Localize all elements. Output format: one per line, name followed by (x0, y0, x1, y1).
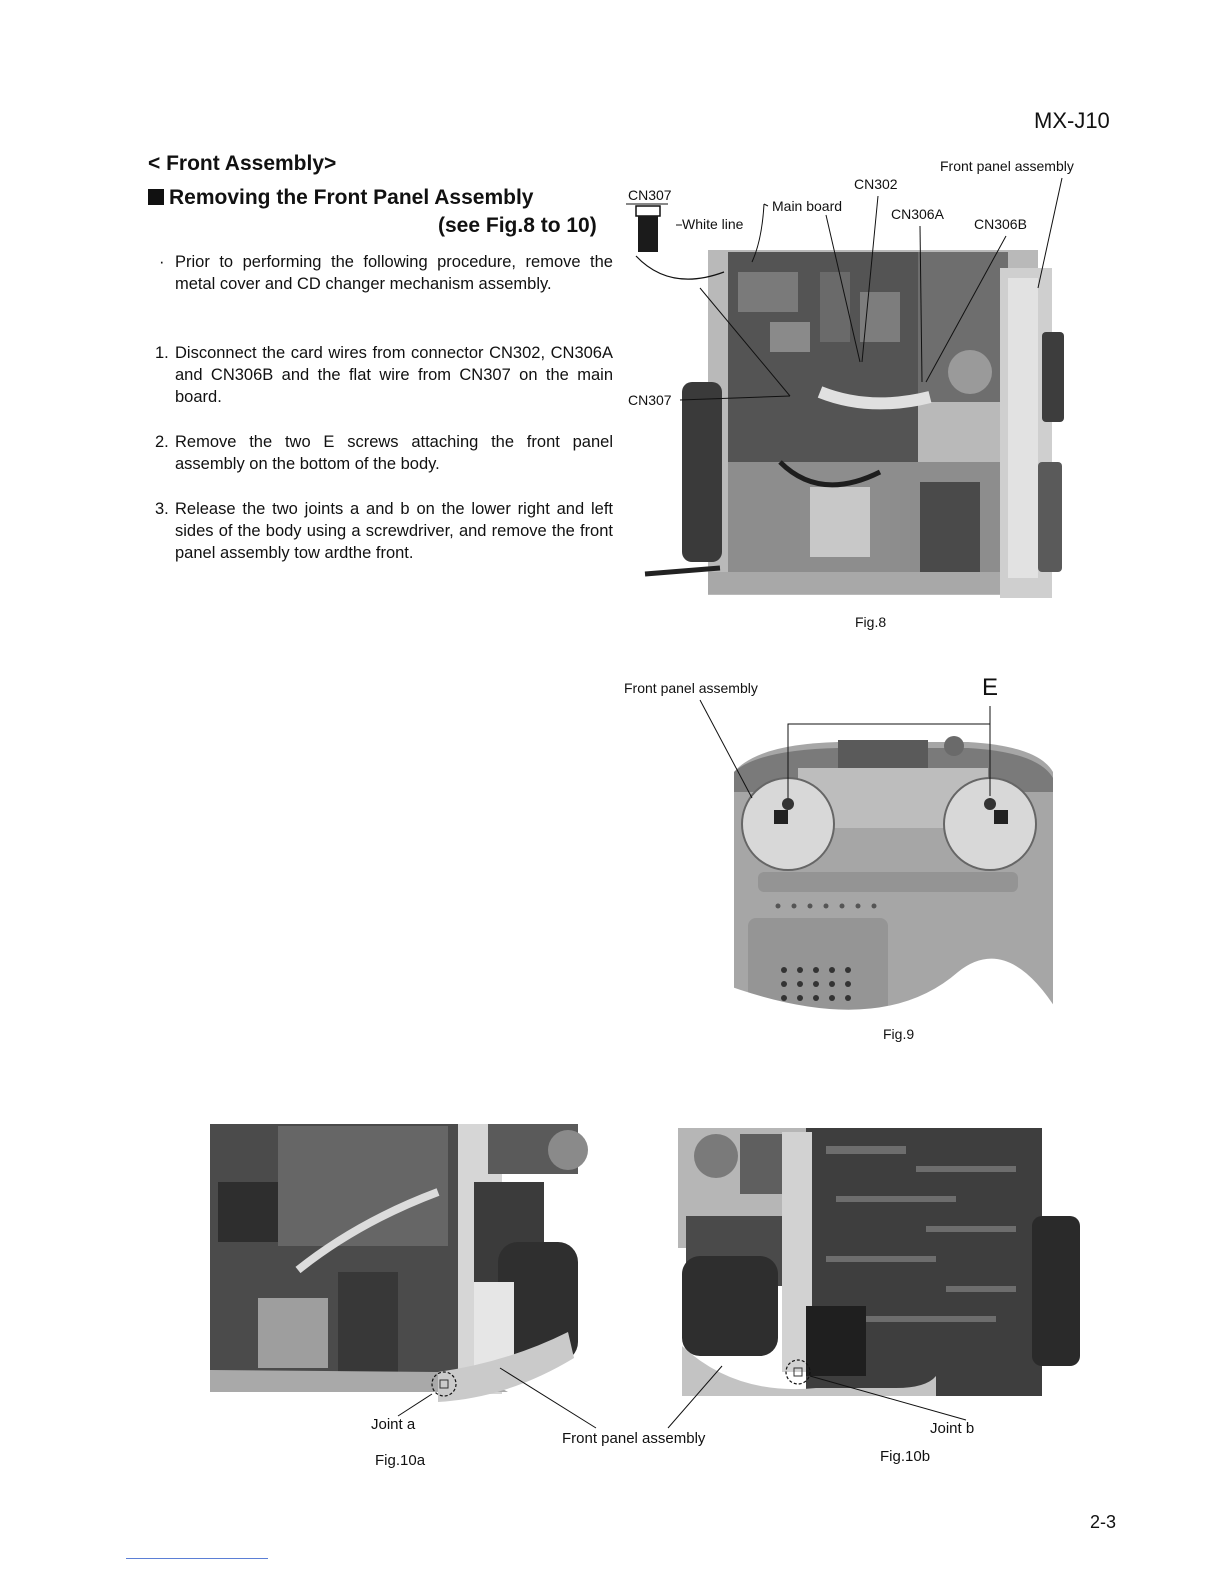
step-number: 3. (155, 500, 169, 518)
fig8-label-cn306b: CN306B (974, 216, 1027, 232)
step-number: 2. (155, 433, 169, 451)
step-number: 1. (155, 344, 169, 362)
page-number: 2-3 (1090, 1512, 1117, 1532)
step-text: Disconnect the card wires from connector… (175, 344, 613, 406)
fig10a-photo (208, 1122, 594, 1408)
subsection-reference: (see Fig.8 to 10) (438, 214, 597, 237)
fig10-label-front-panel: Front panel assembly (562, 1430, 706, 1447)
step-text: Remove the two E screws attaching the fr… (175, 433, 613, 473)
fig8-caption: Fig.8 (855, 614, 887, 630)
footer-rule (126, 1558, 268, 1559)
prerequisite-note: · Prior to performing the following proc… (155, 251, 613, 295)
section-title: < Front Assembly> (148, 152, 337, 175)
fig9-photo (718, 722, 1058, 1022)
fig8-label-cn307-top: CN307 (628, 187, 672, 203)
step-3: 3. Release the two joints a and b on the… (155, 498, 613, 564)
fig9-caption: Fig.9 (883, 1026, 915, 1042)
fig10b-photo (676, 1126, 1082, 1400)
subsection-title: Removing the Front Panel Assembly (148, 186, 533, 210)
fig8-photo (620, 232, 1078, 600)
step-1: 1. Disconnect the card wires from connec… (155, 342, 613, 408)
fig10a-label-joint-a: Joint a (371, 1416, 416, 1433)
fig9-label-screw-e: E (982, 674, 999, 701)
fig10b-label-joint-b: Joint b (930, 1420, 975, 1437)
fig10a-caption: Fig.10a (375, 1452, 426, 1469)
step-2: 2. Remove the two E screws attaching the… (155, 431, 613, 475)
fig8-label-main-board: Main board (772, 198, 843, 214)
subsection-title-text: Removing the Front Panel Assembly (169, 186, 534, 209)
fig8-label-cn302: CN302 (854, 176, 898, 192)
fig8-label-cn306a: CN306A (891, 206, 944, 222)
fig10b-caption: Fig.10b (880, 1448, 931, 1465)
fig8-label-front-panel: Front panel assembly (940, 158, 1074, 174)
fig9-label-front-panel: Front panel assembly (624, 680, 758, 696)
bullet-dot: · (159, 253, 165, 271)
prerequisite-text: Prior to performing the following proced… (175, 253, 613, 293)
step-text: Release the two joints a and b on the lo… (175, 500, 613, 562)
fig8-label-white-line: White line (682, 216, 744, 232)
fig8-cn307-connector (628, 204, 668, 254)
square-bullet-icon (148, 189, 164, 205)
fig8-label-cn307-side: CN307 (628, 392, 672, 408)
model-number: MX-J10 (1034, 108, 1110, 133)
